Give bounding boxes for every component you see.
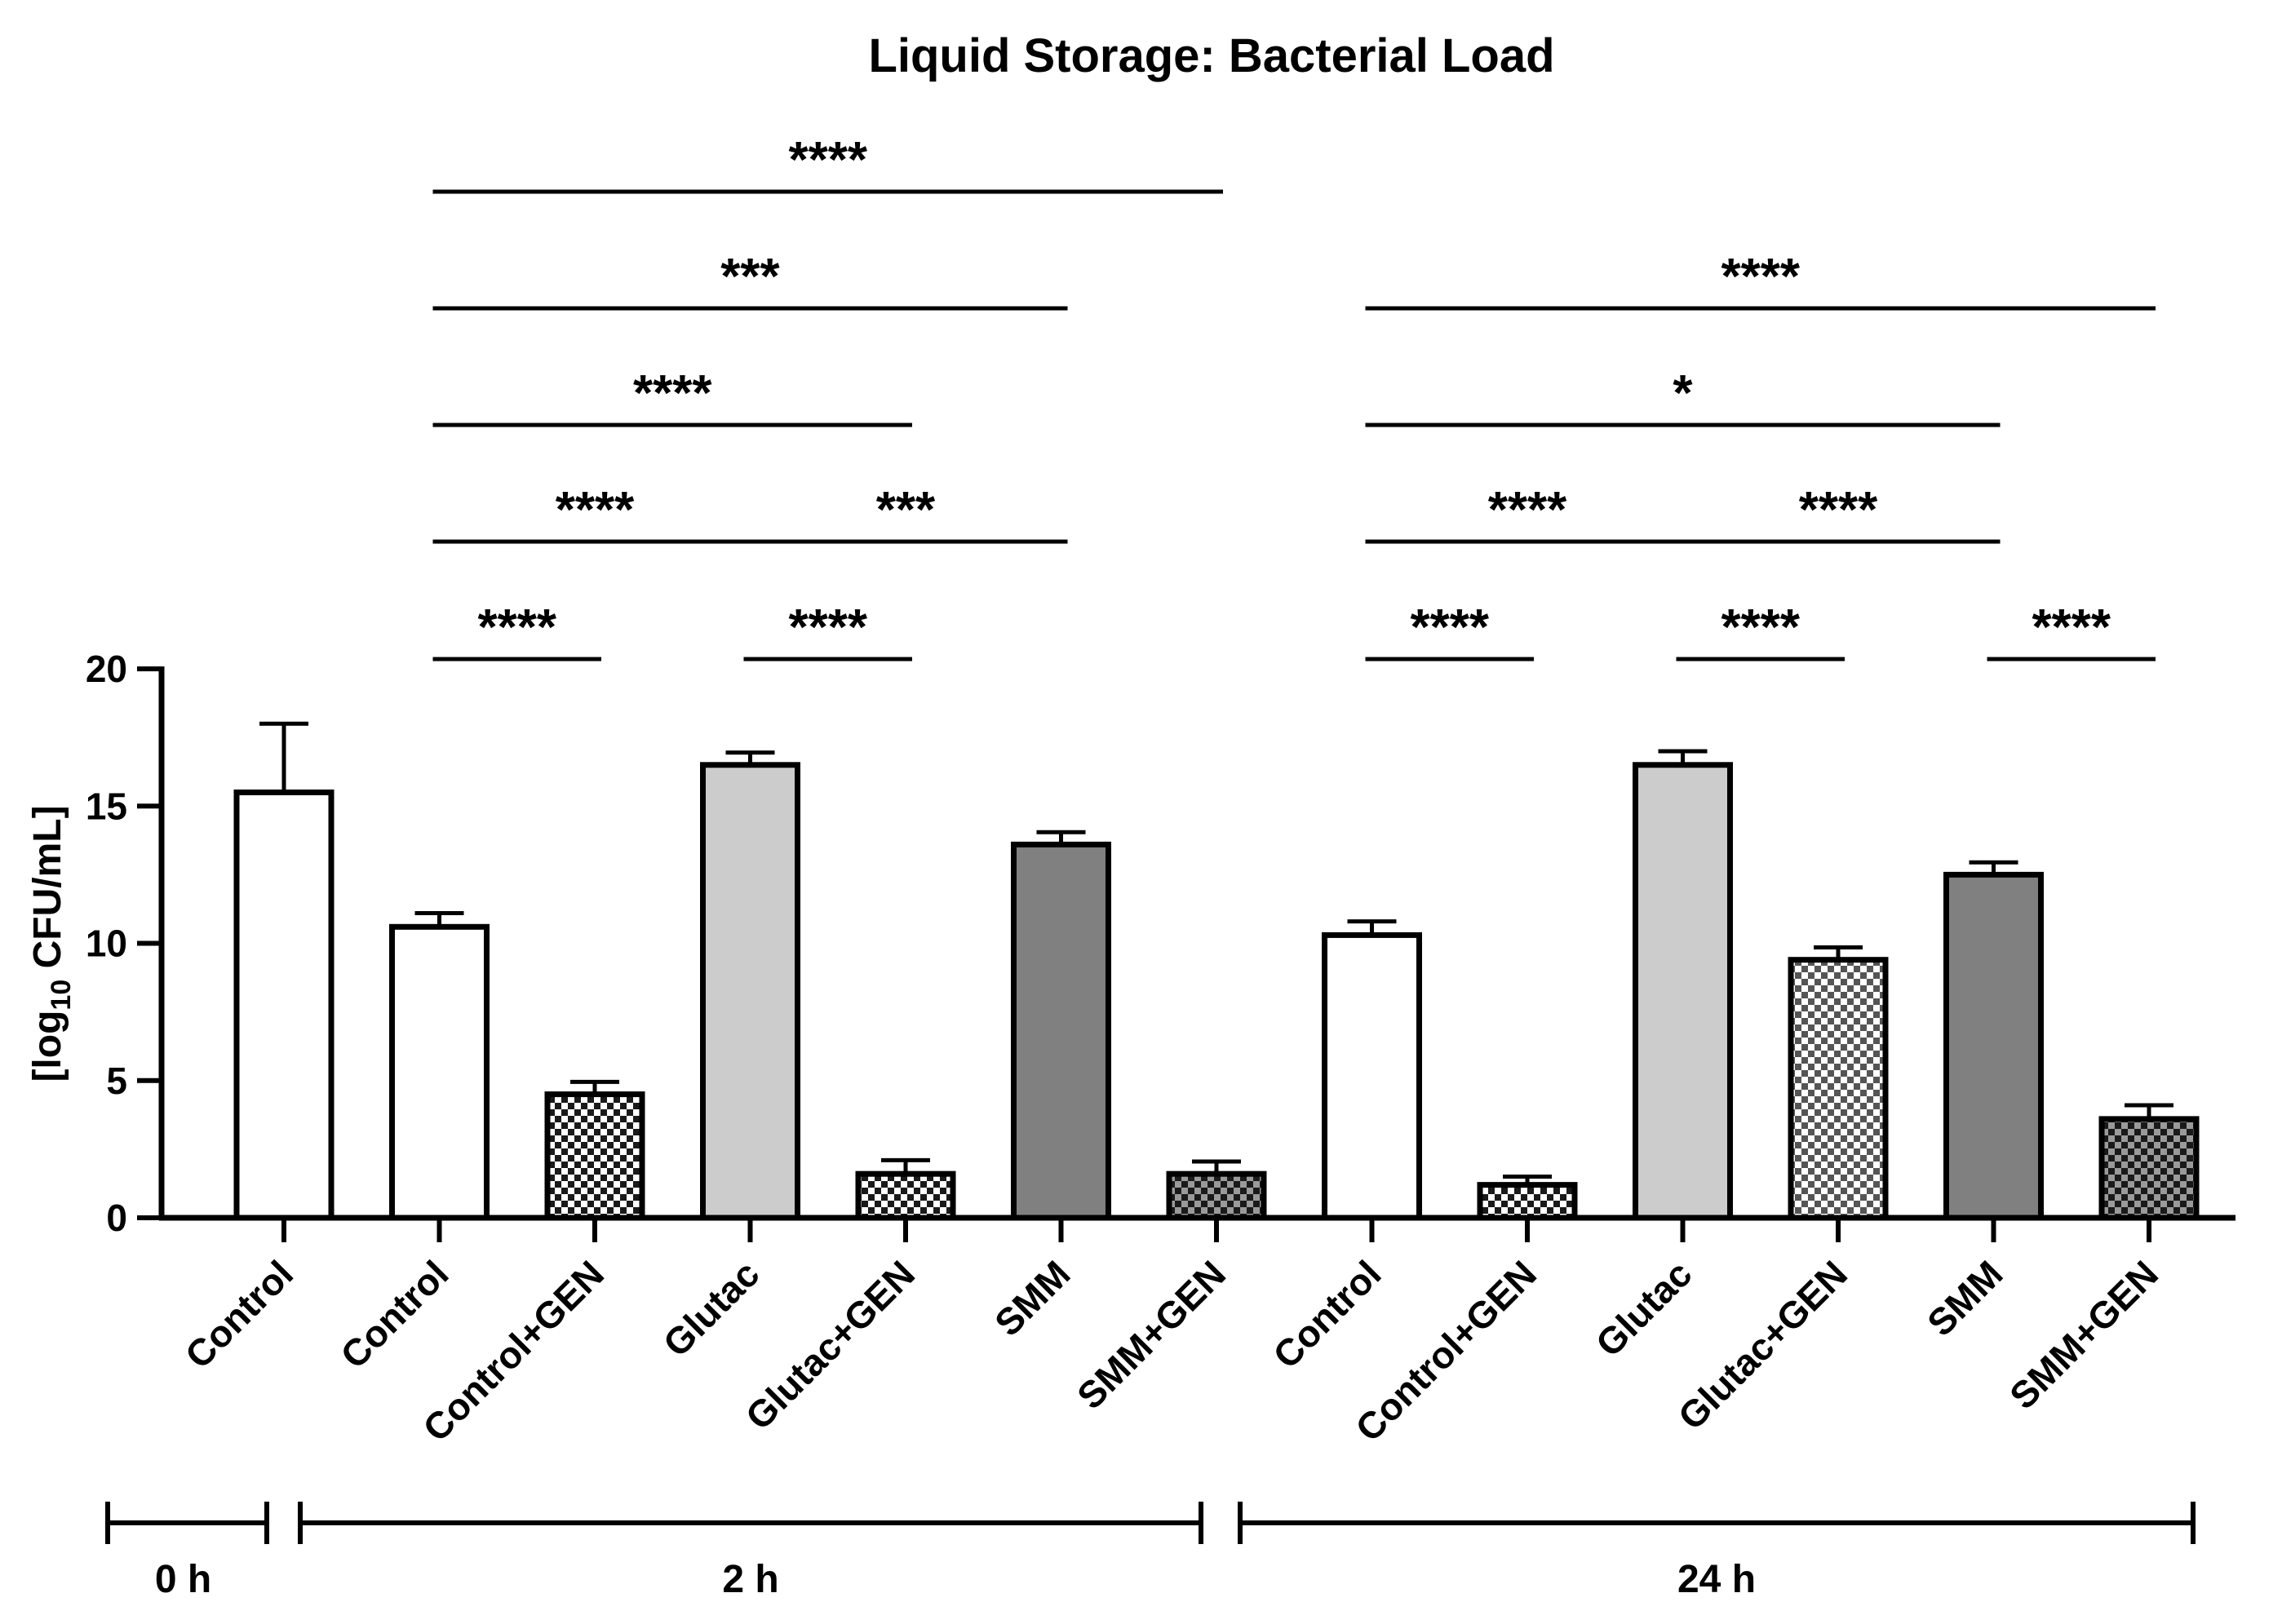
significance-label: **** bbox=[1721, 600, 1800, 656]
y-axis-label: [log10 CFU/mL] bbox=[26, 805, 77, 1082]
significance-label: *** bbox=[720, 249, 780, 305]
significance-layer: ****************************************… bbox=[432, 132, 2156, 662]
x-tick-label: Glutac bbox=[655, 1252, 768, 1365]
bar bbox=[1633, 762, 1733, 1221]
group-brackets-layer: 0 h 2 h 24 h bbox=[105, 1502, 2196, 1601]
significance-label: **** bbox=[788, 600, 867, 656]
chart-title: Liquid Storage: Bacterial Load bbox=[868, 29, 1554, 82]
y-tick-label: 0 bbox=[106, 1197, 127, 1239]
bar bbox=[389, 923, 490, 1221]
y-axis-label-pre: [log bbox=[26, 1011, 69, 1082]
y-axis-label-post: CFU/mL] bbox=[26, 805, 69, 979]
x-tick-label: SMM+GEN bbox=[2001, 1252, 2166, 1417]
y-tick-label: 10 bbox=[86, 923, 127, 965]
significance-label: * bbox=[1673, 365, 1693, 422]
time-group-label: 24 h bbox=[1677, 1558, 1756, 1601]
bar bbox=[1788, 957, 1889, 1221]
time-group-label: 2 h bbox=[722, 1558, 778, 1601]
significance-label: **** bbox=[556, 482, 635, 538]
x-tick-label: SMM bbox=[986, 1252, 1079, 1344]
x-tick-label: Control bbox=[1265, 1252, 1389, 1376]
significance-label: **** bbox=[788, 132, 867, 188]
bar bbox=[1943, 871, 2044, 1221]
y-axis-label-sub: 10 bbox=[46, 980, 77, 1011]
y-tick-label: 20 bbox=[86, 648, 127, 690]
x-tick-label: Glutac bbox=[1588, 1252, 1700, 1365]
significance-label: **** bbox=[1799, 482, 1878, 538]
x-tick-label: SMM bbox=[1919, 1252, 2011, 1344]
y-tick-label: 5 bbox=[106, 1060, 127, 1102]
significance-label: **** bbox=[2032, 600, 2111, 656]
bar bbox=[2098, 1116, 2200, 1221]
bar bbox=[700, 762, 800, 1221]
significance-label: *** bbox=[876, 482, 936, 538]
bar bbox=[1322, 931, 1422, 1221]
bar bbox=[1166, 1170, 1267, 1221]
time-group-label: 0 h bbox=[155, 1558, 211, 1601]
bar bbox=[855, 1170, 956, 1221]
bar bbox=[544, 1091, 645, 1221]
bar bbox=[1011, 841, 1111, 1221]
significance-label: **** bbox=[477, 600, 556, 656]
bars-layer bbox=[233, 721, 2200, 1221]
significance-label: **** bbox=[1488, 482, 1567, 538]
x-tick-label: Control bbox=[177, 1252, 301, 1376]
bar bbox=[233, 789, 335, 1221]
bar bbox=[1477, 1182, 1578, 1221]
y-tick-label: 15 bbox=[86, 785, 127, 827]
significance-label: **** bbox=[1721, 249, 1800, 305]
x-tick-label: Control bbox=[332, 1252, 456, 1376]
x-tick-label: SMM+GEN bbox=[1069, 1252, 1234, 1417]
significance-label: **** bbox=[1410, 600, 1489, 656]
significance-label: **** bbox=[633, 365, 712, 422]
